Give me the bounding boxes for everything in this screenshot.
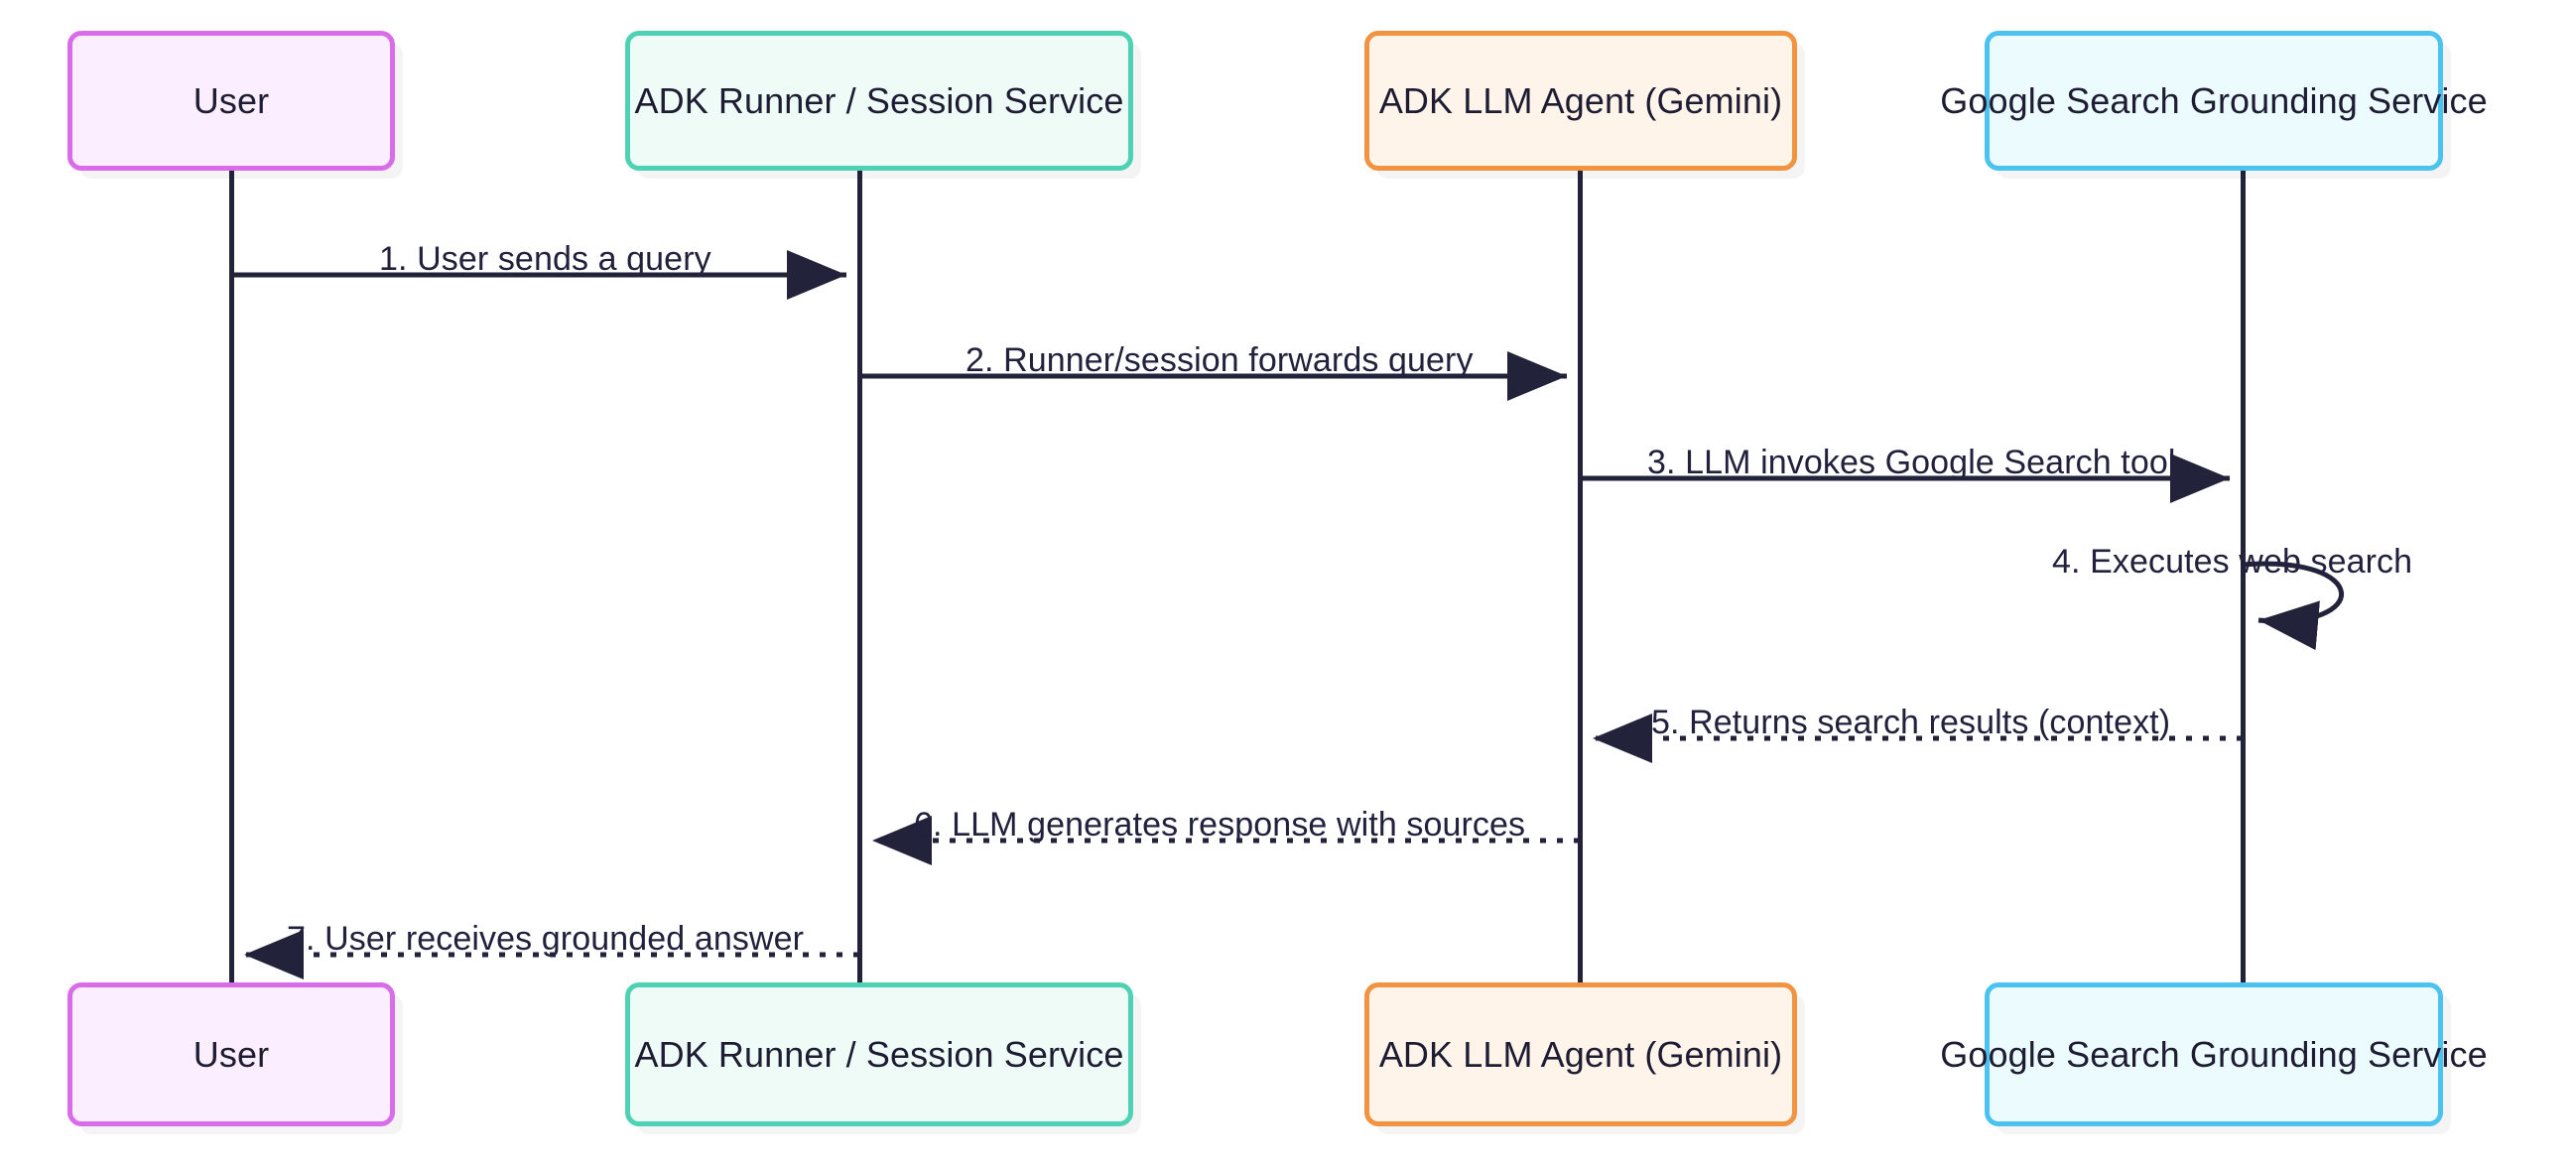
message-label-3: 3. LLM invokes Google Search tool bbox=[1647, 444, 2176, 481]
message-label-5: 5. Returns search results (context) bbox=[1651, 704, 2171, 741]
lifeline-runner bbox=[857, 171, 862, 982]
participant-label: ADK Runner / Session Service bbox=[634, 1033, 1124, 1075]
participant-label: Google Search Grounding Service bbox=[1940, 1033, 2488, 1075]
message-label-2: 2. Runner/session forwards query bbox=[966, 341, 1474, 379]
participant-footer-llm-agent[interactable]: ADK LLM Agent (Gemini) bbox=[1364, 982, 1797, 1126]
participant-label: ADK Runner / Session Service bbox=[634, 79, 1124, 121]
participant-header-google-search[interactable]: Google Search Grounding Service bbox=[1940, 31, 2488, 171]
participant-header-runner[interactable]: ADK Runner / Session Service bbox=[625, 31, 1133, 171]
lifeline-user bbox=[229, 171, 234, 982]
participant-footer-runner[interactable]: ADK Runner / Session Service bbox=[625, 982, 1133, 1126]
message-label-1: 1. User sends a query bbox=[379, 240, 711, 278]
message-label-4: 4. Executes web search bbox=[2052, 543, 2413, 581]
participant-label: ADK LLM Agent (Gemini) bbox=[1378, 79, 1783, 121]
participant-label: User bbox=[193, 1033, 270, 1075]
participant-label: ADK LLM Agent (Gemini) bbox=[1378, 1033, 1783, 1075]
participant-header-user[interactable]: User bbox=[67, 31, 395, 171]
participant-footer-google-search[interactable]: Google Search Grounding Service bbox=[1940, 982, 2488, 1126]
participant-label: User bbox=[193, 79, 270, 121]
message-label-7: 7. User receives grounded answer bbox=[287, 920, 805, 958]
participant-label: Google Search Grounding Service bbox=[1940, 79, 2488, 121]
lifeline-llm-agent bbox=[1578, 171, 1583, 982]
participant-footer-user[interactable]: User bbox=[67, 982, 395, 1126]
participant-header-llm-agent[interactable]: ADK LLM Agent (Gemini) bbox=[1364, 31, 1797, 171]
message-label-6: 6. LLM generates response with sources bbox=[914, 806, 1526, 844]
